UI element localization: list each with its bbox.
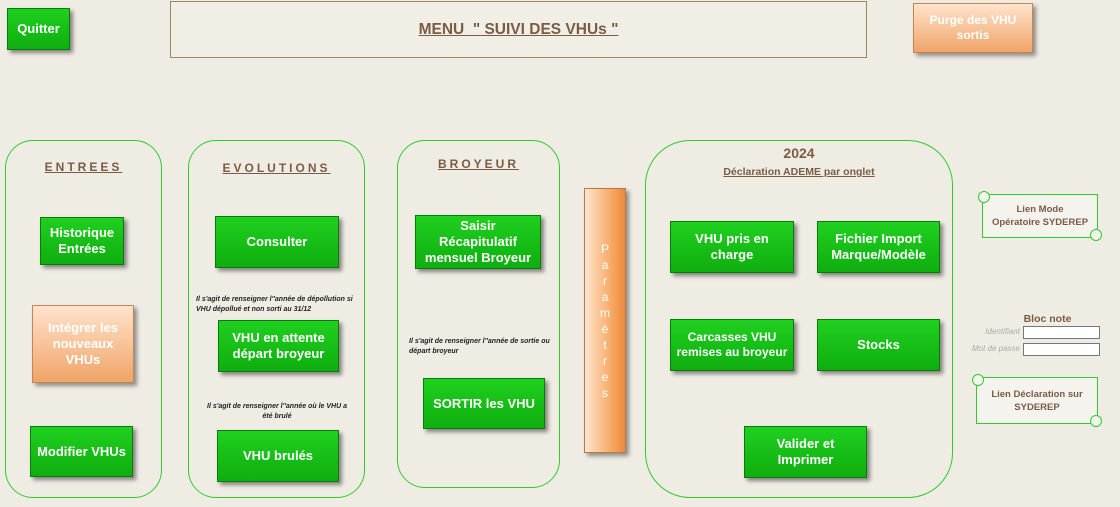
bloc-note-title: Bloc note xyxy=(1023,313,1072,325)
note-sortie: Il s'agit de renseigner l''année de sort… xyxy=(409,338,550,355)
evolutions-title: EVOLUTIONS xyxy=(222,161,331,175)
password-input[interactable] xyxy=(1023,343,1100,356)
page-title: MENU " SUIVI DES VHUs " xyxy=(418,20,619,38)
valider-imprimer-button[interactable]: Valider et Imprimer xyxy=(744,426,867,478)
password-label: Mot de passe xyxy=(971,344,1020,353)
parametres-letter: a xyxy=(601,257,609,272)
stocks-button[interactable]: Stocks xyxy=(817,319,940,371)
evolutions-panel xyxy=(188,140,365,498)
broyeur-title: BROYEUR xyxy=(437,157,519,171)
consulter-button[interactable]: Consulter xyxy=(215,216,339,268)
ademe-panel xyxy=(645,140,953,498)
saisir-recapitulatif-button[interactable]: Saisir Récapitulatif mensuel Broyeur xyxy=(415,215,541,269)
parametres-letter: t xyxy=(603,337,607,352)
identifiant-input[interactable] xyxy=(1023,326,1100,339)
parametres-letter: s xyxy=(602,385,608,400)
quit-button[interactable]: Quitter xyxy=(7,8,70,50)
identifiant-label: Identifiant xyxy=(985,327,1020,336)
carcasses-broyeur-button[interactable]: Carcasses VHU remises au broyeur xyxy=(670,319,794,371)
note-depollution: Il s'agit de renseigner l''année de dépo… xyxy=(196,296,353,313)
menu-title-box: MENU " SUIVI DES VHUs " xyxy=(170,1,867,58)
integrer-vhus-button[interactable]: Intégrer les nouveaux VHUs xyxy=(32,305,134,383)
ademe-subtitle: Déclaration ADEME par onglet xyxy=(723,166,875,178)
sortir-vhu-button[interactable]: SORTIR les VHU xyxy=(423,378,545,429)
purge-vhu-button[interactable]: Purge des VHU sortis xyxy=(913,3,1033,53)
lien-mode-operatoire-link[interactable]: Lien Mode Opératoire SYDEREP xyxy=(978,191,1102,241)
ademe-year: 2024 xyxy=(783,145,815,161)
note-brule: Il s'agit de renseigner l''année où le V… xyxy=(207,403,347,420)
vhu-attente-broyeur-button[interactable]: VHU en attente départ broyeur xyxy=(218,320,339,372)
vhu-brules-button[interactable]: VHU brulés xyxy=(217,430,339,482)
entrees-panel xyxy=(5,140,162,498)
vhu-pris-en-charge-button[interactable]: VHU pris en charge xyxy=(670,221,794,273)
fichier-import-button[interactable]: Fichier Import Marque/Modèle xyxy=(817,221,940,273)
entrees-title: ENTREES xyxy=(44,160,123,174)
parametres-letter: P xyxy=(600,241,609,256)
parametres-letter: e xyxy=(601,369,609,384)
parametres-letter: è xyxy=(601,321,609,336)
modifier-vhus-button[interactable]: Modifier VHUs xyxy=(30,426,133,477)
parametres-letter: r xyxy=(603,353,607,368)
historique-entrees-button[interactable]: Historique Entrées xyxy=(40,217,124,265)
broyeur-panel xyxy=(397,140,560,488)
lien-declaration-syderep-link[interactable]: Lien Déclaration sur SYDEREP xyxy=(972,374,1102,427)
parametres-letter: a xyxy=(601,289,609,304)
parametres-letter: r xyxy=(603,273,607,288)
parametres-letter: m xyxy=(600,305,610,320)
